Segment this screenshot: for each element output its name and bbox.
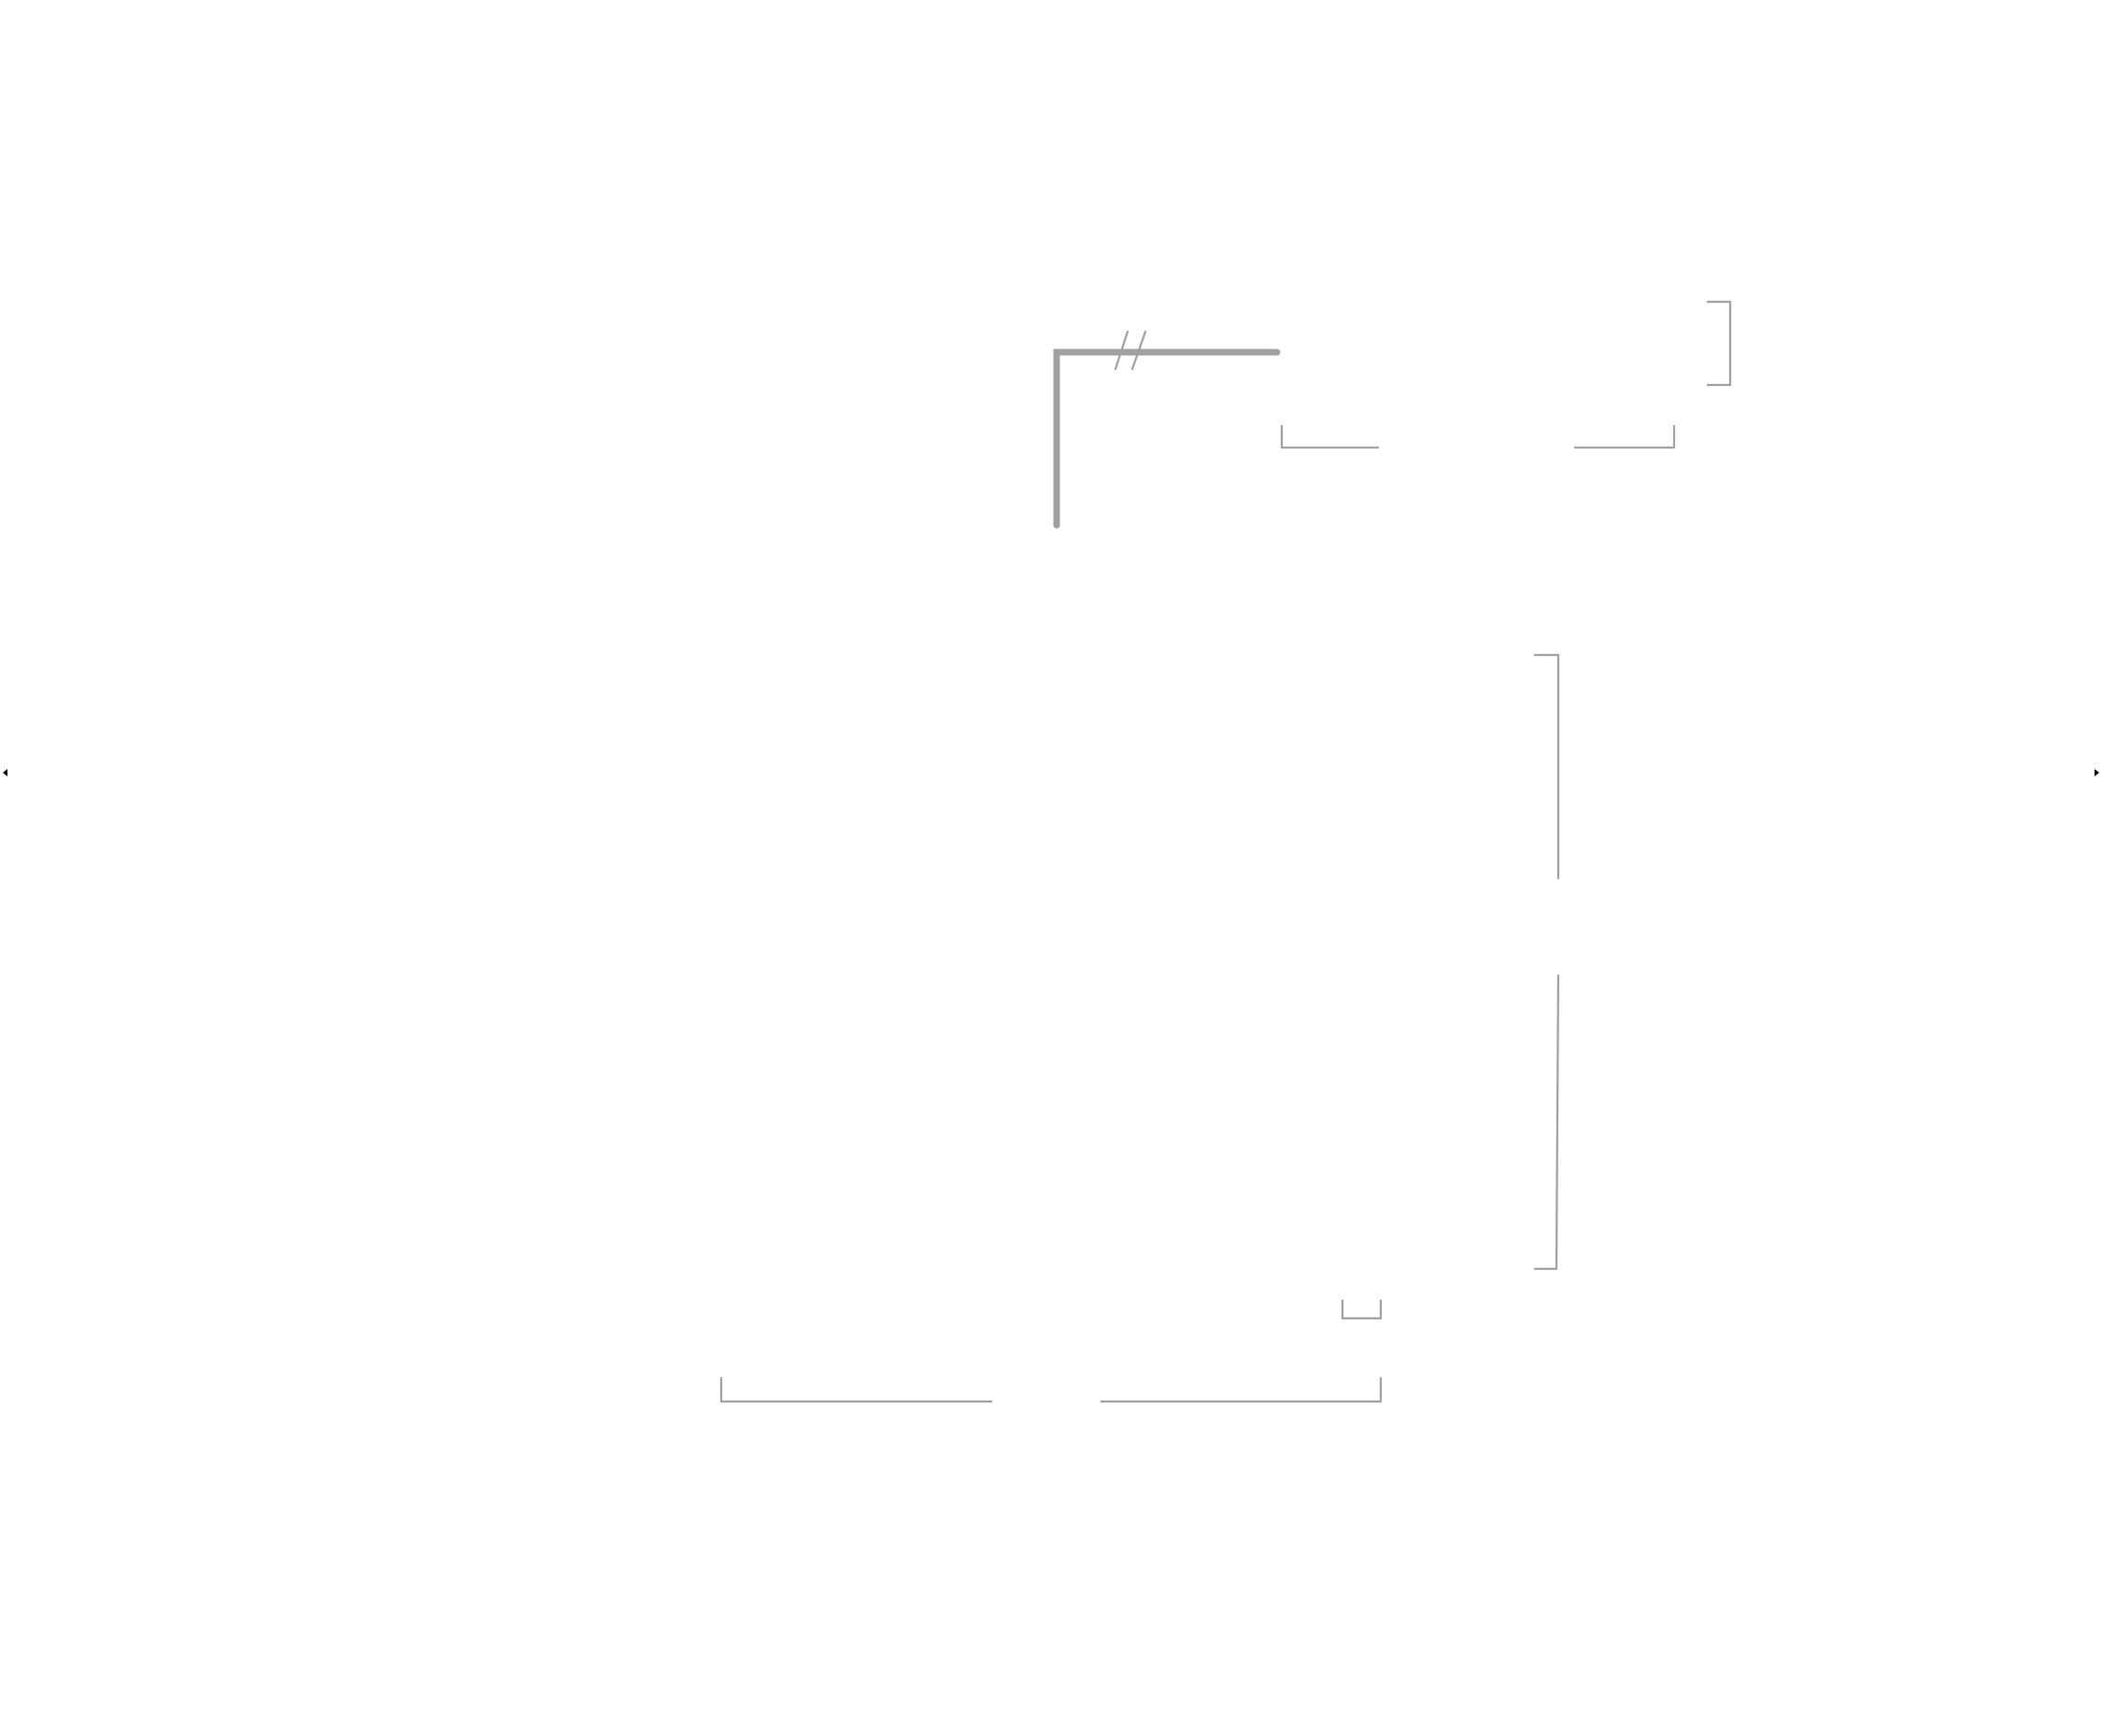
pipe-elbow [1053, 330, 1281, 529]
dimension-bracket-bottom-left [719, 1377, 992, 1403]
dimension-bracket-top-right [1707, 300, 1732, 387]
break-mark-right-icon [1130, 330, 1147, 371]
dimension-bracket-right-top [1534, 653, 1560, 879]
dimension-bracket-bottom [719, 1377, 1383, 1403]
dimension-bracket-upper [1280, 425, 1676, 449]
dimension-bracket-upper-right [1574, 425, 1676, 449]
dimension-bracket-small-bottom [1341, 1300, 1383, 1320]
dimension-bracket-right [1534, 653, 1560, 1271]
dimension-bracket-upper-left [1280, 425, 1379, 449]
reference-point-right-icon [2095, 769, 2099, 776]
dimension-bracket-right-bottom [1534, 974, 1560, 1271]
break-mark-left-icon [1114, 330, 1129, 371]
edge-reference-points [3, 769, 2099, 776]
reference-point-left-icon [3, 769, 7, 776]
dimension-bracket-bottom-right [1101, 1377, 1383, 1403]
pipe-elbow-line [1053, 349, 1281, 529]
